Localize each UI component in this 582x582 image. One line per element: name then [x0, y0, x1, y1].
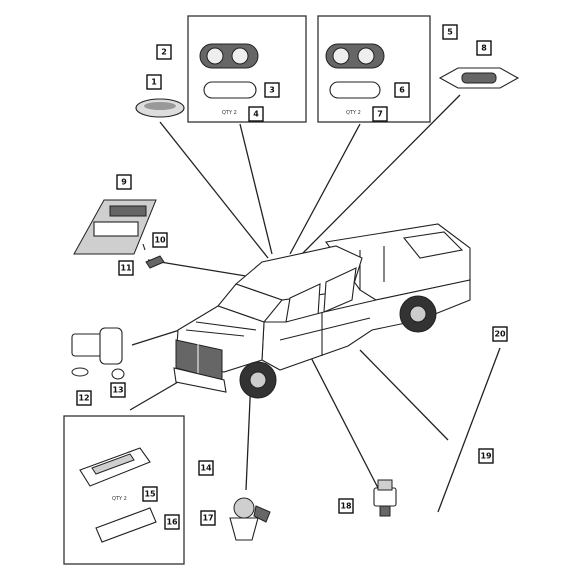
dome-lamp-lens	[135, 98, 185, 118]
callout-2: 2	[156, 44, 172, 60]
callout-13: 13	[110, 382, 126, 398]
qty-label-right: QTY 2	[346, 110, 361, 116]
svg-text:15: 15	[144, 490, 156, 499]
svg-text:2: 2	[161, 48, 167, 57]
callout-7: 7	[372, 106, 388, 122]
svg-text:3: 3	[269, 86, 275, 95]
svg-text:11: 11	[120, 264, 132, 273]
svg-text:9: 9	[121, 178, 127, 187]
bulb-socket	[229, 497, 271, 541]
svg-text:5: 5	[447, 28, 453, 37]
callout-19: 19	[478, 448, 494, 464]
lower-lamp-box	[63, 415, 185, 565]
bulb-clip	[142, 243, 165, 269]
callout-20: 20	[492, 326, 508, 342]
leader-lines	[129, 94, 501, 513]
svg-text:13: 13	[112, 386, 123, 395]
lamp-lens-right	[329, 81, 381, 99]
svg-text:7: 7	[377, 110, 383, 119]
side-lamp-assembly	[71, 327, 125, 380]
svg-text:14: 14	[200, 464, 212, 473]
callout-1: 1	[146, 74, 162, 90]
svg-text:18: 18	[340, 502, 352, 511]
callout-5: 5	[442, 24, 458, 40]
svg-text:17: 17	[202, 514, 213, 523]
door-switch	[373, 479, 397, 517]
callout-10: 10	[152, 232, 168, 248]
callout-8: 8	[476, 40, 492, 56]
svg-text:1: 1	[151, 78, 157, 87]
callout-14: 14	[198, 460, 214, 476]
svg-text:20: 20	[494, 330, 506, 339]
svg-text:16: 16	[166, 518, 178, 527]
svg-text:19: 19	[480, 452, 492, 461]
lamp-lens	[95, 507, 157, 543]
callout-4: 4	[248, 106, 264, 122]
map-lamp-left	[199, 43, 259, 69]
svg-text:12: 12	[78, 394, 89, 403]
overhead-console-box-right	[317, 15, 431, 123]
callout-17: 17	[200, 510, 216, 526]
callout-16: 16	[164, 514, 180, 530]
overhead-console-box-left	[187, 15, 307, 123]
overhead-console	[73, 199, 157, 255]
svg-text:4: 4	[253, 110, 259, 119]
callout-6: 6	[394, 82, 410, 98]
qty-label-left: QTY 2	[222, 110, 237, 116]
lamp-lens-left	[203, 81, 257, 99]
callout-3: 3	[264, 82, 280, 98]
lamp-housing	[79, 447, 151, 487]
callout-15: 15	[142, 486, 158, 502]
pickup-truck	[173, 223, 471, 399]
svg-text:8: 8	[481, 44, 487, 53]
callout-12: 12	[76, 390, 92, 406]
callout-11: 11	[118, 260, 134, 276]
callout-9: 9	[116, 174, 132, 190]
qty-label-lower: QTY 2	[112, 496, 127, 502]
map-lamp-right	[325, 43, 385, 69]
callout-18: 18	[338, 498, 354, 514]
svg-text:6: 6	[399, 86, 405, 95]
svg-text:10: 10	[154, 236, 166, 245]
cargo-lamp	[438, 67, 520, 89]
